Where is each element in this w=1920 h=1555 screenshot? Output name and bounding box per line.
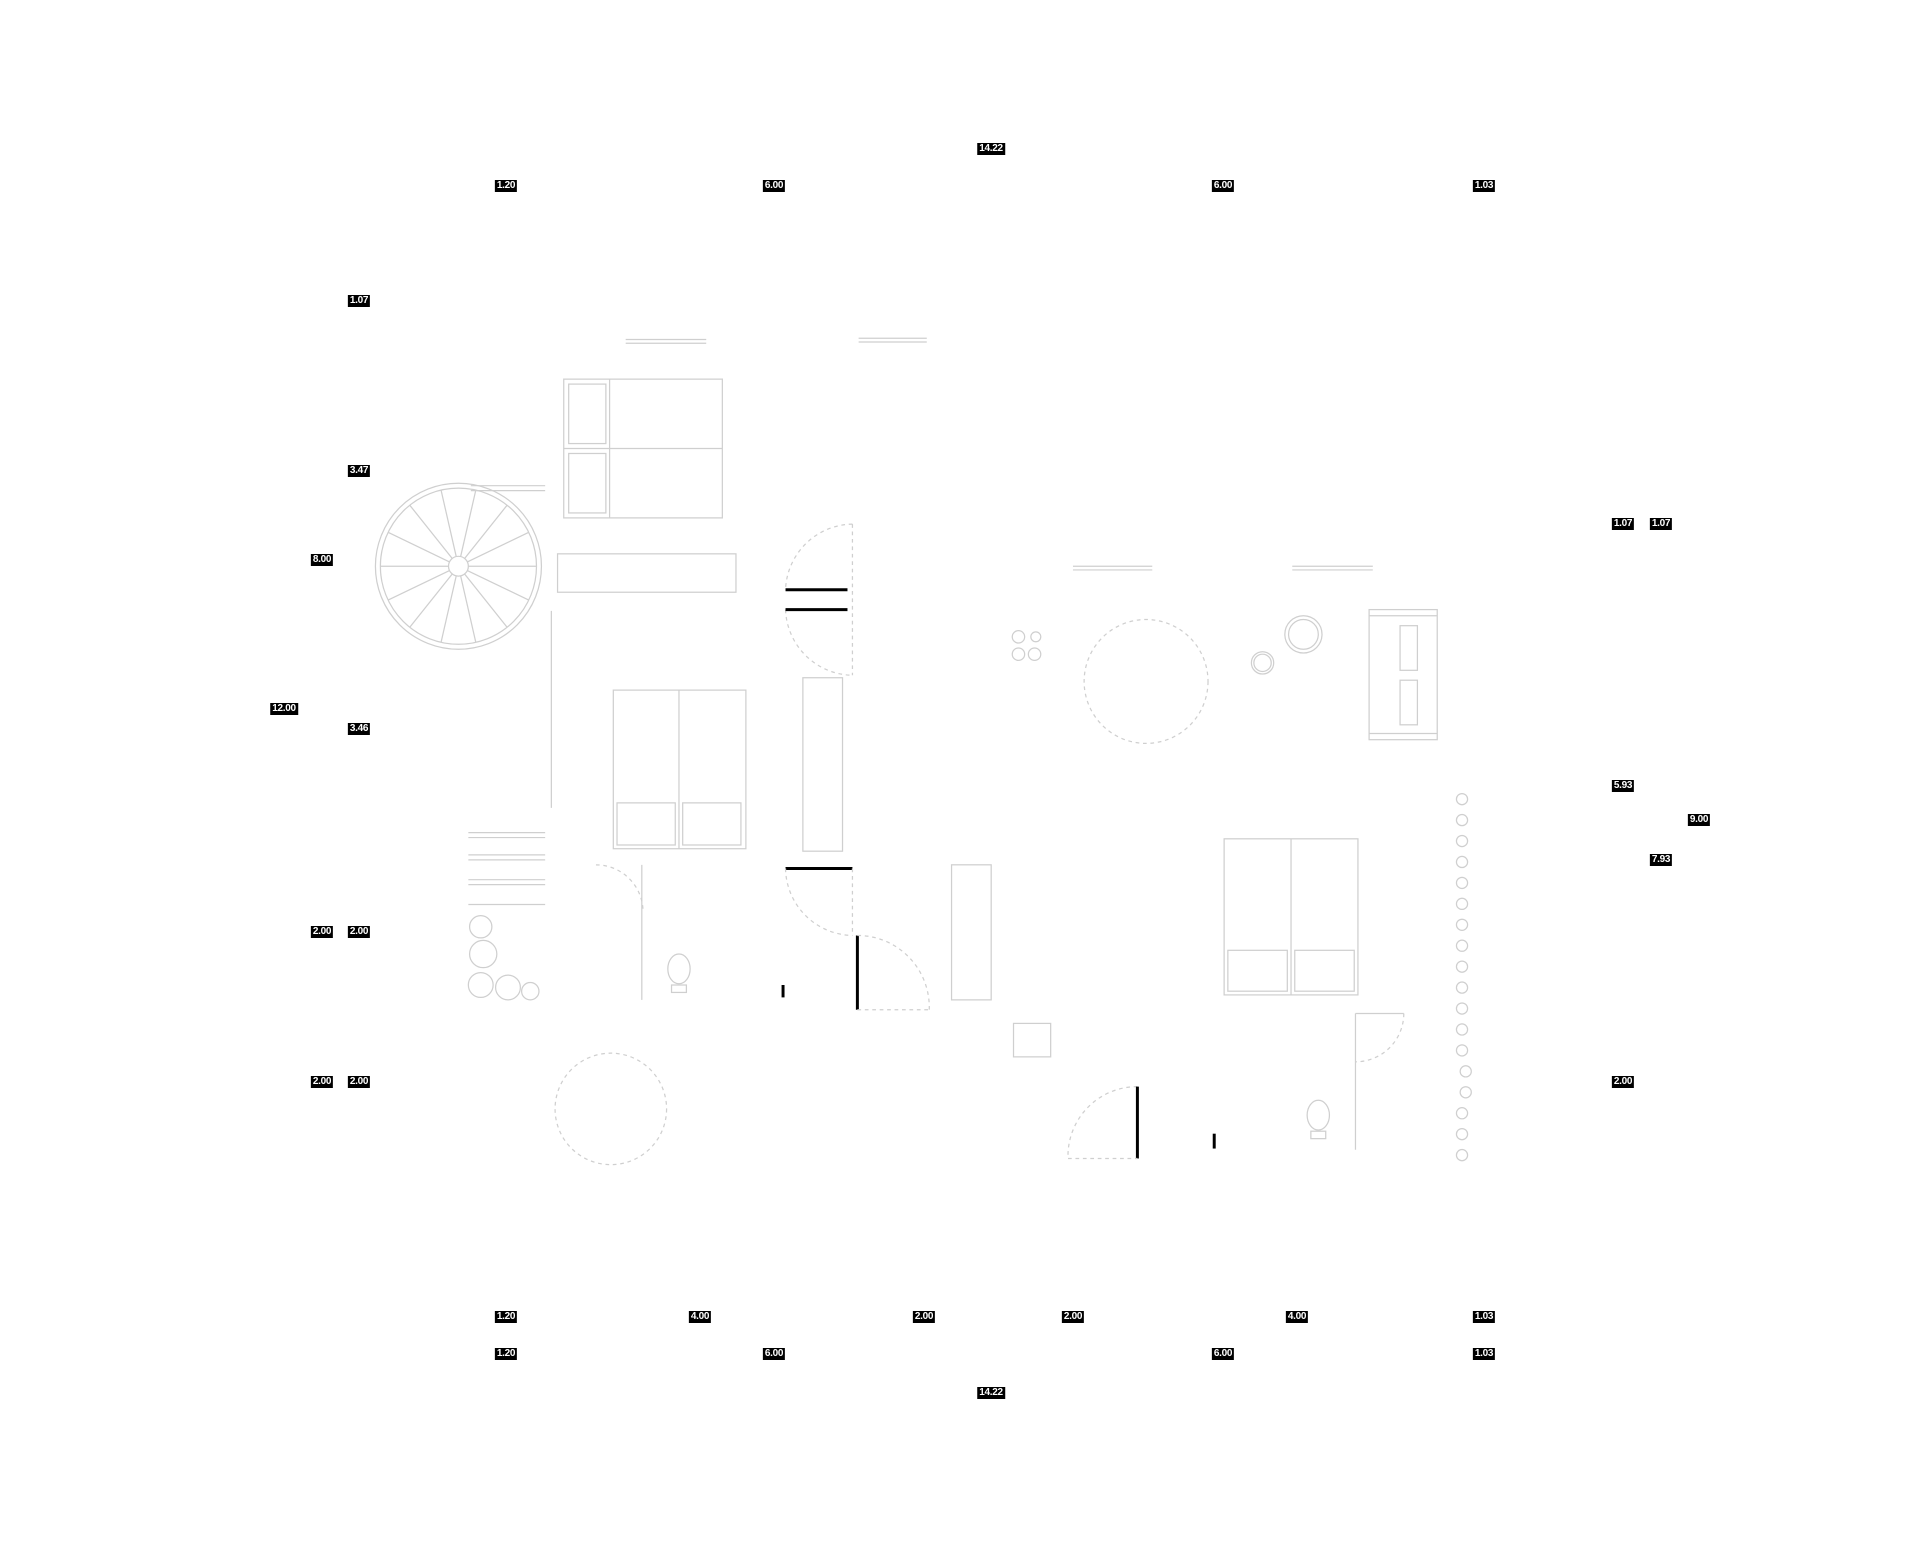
- dim-bottom-segment: 2.00: [1061, 1311, 1085, 1323]
- stepped-lines: [468, 831, 546, 906]
- dim-left-lower: 2.00: [347, 1076, 371, 1088]
- dim-left-middle: 8.00: [310, 554, 334, 566]
- wardrobe: [802, 677, 844, 852]
- double-door-top: [784, 523, 854, 676]
- stair-tread: [467, 569, 530, 601]
- bathroom-door-right: [1354, 1012, 1405, 1150]
- column-marker: [1455, 939, 1469, 952]
- column-marker: [1455, 1044, 1469, 1057]
- stair-tread: [440, 575, 457, 643]
- dim-bottom-segment: 1.03: [1472, 1311, 1496, 1323]
- dim-top-overall: 14.22: [977, 143, 1005, 155]
- dim-top-segment: 6.00: [1211, 180, 1235, 192]
- dim-bottom-segment: 1.03: [1472, 1348, 1496, 1360]
- round-table-left: [554, 1052, 668, 1166]
- dim-right-middle: 1.07: [1649, 518, 1673, 530]
- stair-tread: [460, 575, 477, 643]
- dim-bottom-segment: 1.20: [494, 1311, 518, 1323]
- dim-left-inner: 1.07: [347, 295, 371, 307]
- dim-right-outer: 9.00: [1687, 814, 1711, 826]
- dim-left-lower: 2.00: [310, 1076, 334, 1088]
- toilet-right: [1306, 1099, 1331, 1140]
- column-marker: [1459, 1065, 1472, 1078]
- dim-bottom-segment: 6.00: [1211, 1348, 1235, 1360]
- dim-right-inner: 1.07: [1611, 518, 1635, 530]
- dim-bottom-segment: 6.00: [762, 1348, 786, 1360]
- dim-bottom-segment: 4.00: [688, 1311, 712, 1323]
- stair-tread: [467, 531, 530, 563]
- toilet-left: [667, 953, 691, 994]
- bed-block-right: [1223, 838, 1359, 996]
- stair-tread: [464, 504, 508, 559]
- column-marker: [1455, 897, 1469, 911]
- column-marker: [1455, 813, 1469, 827]
- dim-top-segment: 6.00: [762, 180, 786, 192]
- column-marker: [1455, 834, 1469, 848]
- entrance-door: [1067, 1085, 1216, 1160]
- dim-bottom-segment: 4.00: [1285, 1311, 1309, 1323]
- column-marker: [1455, 855, 1469, 869]
- dim-right-middle: 7.93: [1649, 854, 1673, 866]
- column-markers: [1455, 792, 1472, 1162]
- dim-left-inner: 3.46: [347, 723, 371, 735]
- dim-bottom-overall: 14.22: [977, 1387, 1005, 1399]
- dim-bottom-segment: 2.00: [912, 1311, 936, 1323]
- column-marker: [1455, 1148, 1469, 1162]
- bathroom-door-left: [595, 864, 644, 1000]
- dim-bottom-segment: 1.20: [494, 1348, 518, 1360]
- column-marker: [1455, 792, 1469, 806]
- stair-tread: [460, 489, 477, 557]
- dim-top-segment: 1.20: [494, 180, 518, 192]
- side-table: [1012, 1022, 1052, 1058]
- plant-icons: [467, 915, 540, 1001]
- spiral-staircase: [374, 482, 546, 650]
- dim-left-lower: 2.00: [310, 926, 334, 938]
- stools: [1011, 615, 1323, 675]
- stair-tread: [464, 573, 508, 628]
- column-marker: [1455, 1023, 1469, 1036]
- sofa: [1368, 608, 1438, 741]
- bed-block-top: [563, 378, 723, 519]
- dim-left-inner: 3.47: [347, 465, 371, 477]
- column-marker: [1455, 981, 1469, 994]
- column-marker: [1455, 918, 1469, 931]
- section-marker-lines: [625, 337, 1373, 571]
- bed-block-left: [612, 689, 747, 850]
- dim-left-lower: 2.00: [347, 926, 371, 938]
- column-marker: [1455, 960, 1469, 973]
- dim-top-segment: 1.03: [1472, 180, 1496, 192]
- dim-left-outer: 12.00: [270, 703, 298, 715]
- cabinet: [950, 864, 992, 1001]
- bench: [556, 553, 737, 593]
- stair-tread: [387, 569, 450, 601]
- stair-tread: [387, 531, 450, 563]
- column-marker: [1455, 1002, 1469, 1015]
- stair-tread: [440, 489, 457, 557]
- column-marker: [1455, 1127, 1469, 1141]
- round-table-right: [1083, 618, 1209, 745]
- door-middle: [781, 867, 930, 1011]
- dim-right-inner: 5.93: [1611, 780, 1635, 792]
- dim-right-inner: 2.00: [1611, 1076, 1635, 1088]
- column-marker: [1459, 1086, 1472, 1099]
- column-marker: [1455, 876, 1469, 890]
- column-marker: [1455, 1107, 1469, 1120]
- stair-tread: [409, 573, 453, 628]
- stair-tread: [409, 504, 453, 559]
